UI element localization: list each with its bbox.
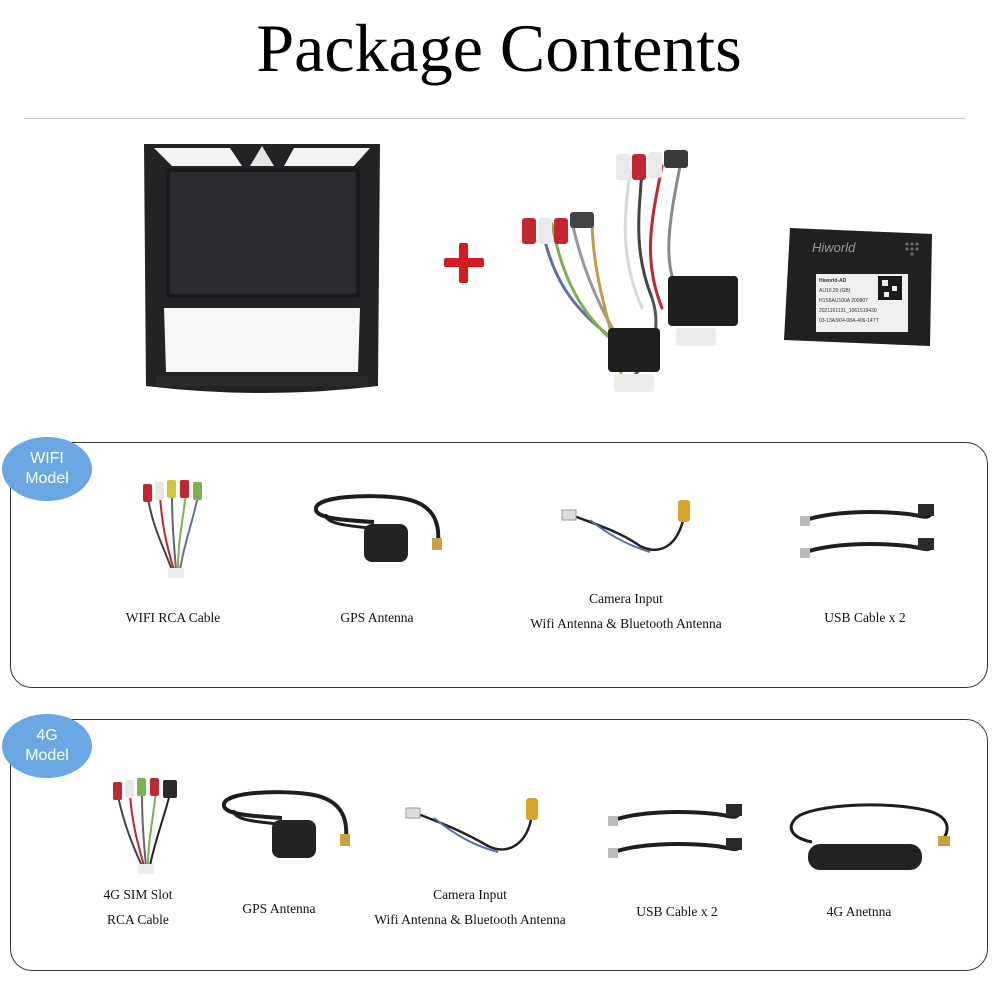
decoder-brand-text: Hiworld <box>812 240 856 255</box>
4g-sim-rca-cable-image <box>113 778 177 874</box>
wifi-item-label: Camera Input Wifi Antenna & Bluetooth An… <box>530 591 722 631</box>
4g-item-label: 4G SIM Slot RCA Cable <box>103 887 173 927</box>
4g-gps-antenna-image <box>222 790 350 858</box>
4g-antenna-image <box>789 803 950 870</box>
wifi-rca-cable-image <box>143 480 202 578</box>
4g-camera-antenna-cable-image <box>405 798 538 853</box>
plus-icon <box>444 243 484 283</box>
4g-item-label: Camera Input Wifi Antenna & Bluetooth An… <box>374 887 566 927</box>
4g-item-label: 4G Anetnna <box>826 904 892 919</box>
wifi-model-badge: WIFI Model <box>2 437 92 501</box>
4g-model-badge: 4G Model <box>2 714 92 778</box>
canbus-decoder-box: Hiworld Hiworld-AD AU10.20 (GB) H1S6AU10… <box>782 228 932 346</box>
4g-item-label: GPS Antenna <box>242 901 316 916</box>
4g-item-label: USB Cable x 2 <box>636 904 718 919</box>
wifi-camera-antenna-cable-image <box>561 500 690 553</box>
wifi-item-label: USB Cable x 2 <box>824 610 906 625</box>
title-divider <box>24 118 966 119</box>
wifi-gps-antenna-image <box>314 494 442 562</box>
wifi-item-label: WIFI RCA Cable <box>125 610 221 625</box>
decoder-label: Hiworld-AD AU10.20 (GB) H1S6AU100A 20080… <box>819 278 879 324</box>
head-unit-image <box>144 144 380 393</box>
page-title: Package Contents <box>256 10 742 86</box>
wiring-harness-image <box>522 150 738 392</box>
wifi-usb-cables-image <box>800 504 934 558</box>
wifi-item-label: GPS Antenna <box>340 610 414 625</box>
4g-usb-cables-image <box>608 804 742 858</box>
